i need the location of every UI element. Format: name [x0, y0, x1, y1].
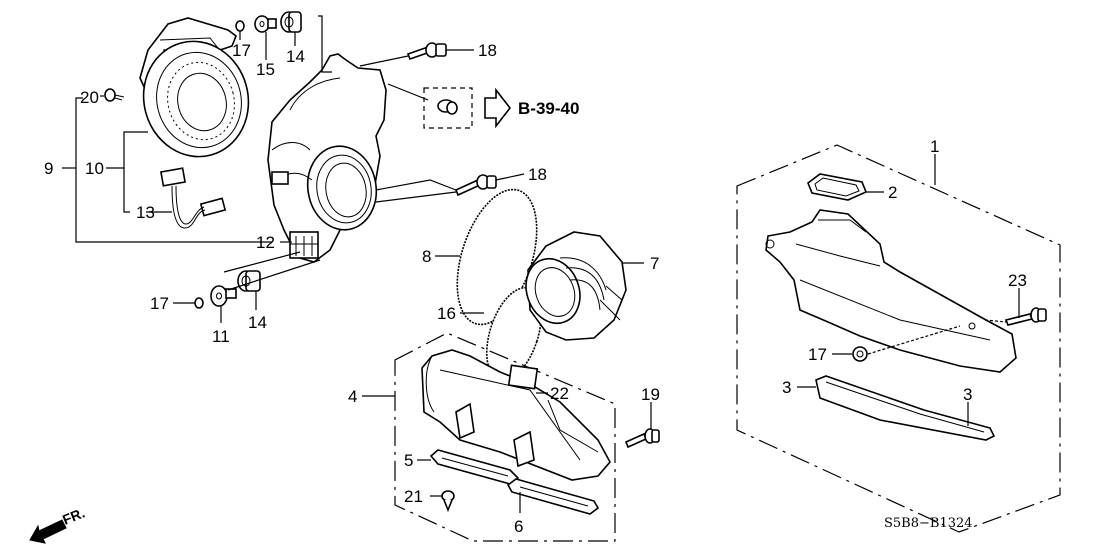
callout-10[interactable]: 10 — [85, 159, 104, 178]
callout-20[interactable]: 20 — [80, 88, 99, 107]
callout-19[interactable]: 19 — [641, 385, 660, 404]
washer-17-top — [235, 20, 245, 32]
nut-17-right — [852, 346, 868, 362]
diagram-code: S5B8−B1324 — [884, 516, 973, 531]
collar-11 — [210, 285, 237, 307]
bolt-18-top — [406, 42, 447, 61]
upper-duct — [765, 209, 1017, 373]
blower-housing — [267, 53, 387, 263]
lower-duct-group-outline — [394, 332, 616, 542]
callout-16[interactable]: 16 — [437, 304, 456, 323]
callout-9[interactable]: 9 — [44, 159, 53, 178]
screw-20 — [104, 88, 125, 102]
callout-7[interactable]: 7 — [650, 254, 659, 273]
callout-14-bottom[interactable]: 14 — [248, 313, 267, 332]
lower-duct — [421, 349, 611, 481]
upper-duct-group-outline — [736, 144, 1061, 533]
grommet-14-top — [280, 11, 302, 33]
callout-4[interactable]: 4 — [348, 387, 357, 406]
bolt-23 — [1004, 307, 1047, 326]
callout-18-top[interactable]: 18 — [478, 41, 497, 60]
wire-harness — [160, 167, 227, 229]
callout-2[interactable]: 2 — [888, 183, 897, 202]
seal-5 — [429, 449, 520, 485]
front-arrow-icon — [29, 519, 67, 544]
callout-6[interactable]: 6 — [514, 517, 523, 536]
callout-5[interactable]: 5 — [404, 451, 413, 470]
seal-3 — [815, 375, 996, 441]
bolt-19 — [624, 428, 660, 449]
callout-22[interactable]: 22 — [550, 384, 569, 403]
callout-8[interactable]: 8 — [422, 247, 431, 266]
callout-14-top[interactable]: 14 — [286, 47, 305, 66]
duct-joint — [525, 231, 627, 341]
callout-13[interactable]: 13 — [136, 203, 155, 222]
callout-17-bottom[interactable]: 17 — [150, 294, 169, 313]
blower-motor-fan — [139, 17, 250, 158]
callout-23[interactable]: 23 — [1008, 271, 1027, 290]
callout-11[interactable]: 11 — [212, 327, 230, 346]
callout-3-left[interactable]: 3 — [782, 378, 791, 397]
clip-part — [437, 99, 458, 115]
callout-12[interactable]: 12 — [256, 233, 275, 252]
leader-lines — [62, 15, 1020, 513]
callout-17-right[interactable]: 17 — [808, 345, 827, 364]
front-direction-label: FR. — [60, 504, 87, 527]
clip-detail-box — [423, 87, 473, 129]
callout-3-right[interactable]: 3 — [963, 385, 972, 404]
seal-6 — [506, 478, 600, 515]
reference-label[interactable]: B-39-40 — [518, 99, 579, 118]
clip-21 — [441, 490, 455, 513]
collar-15 — [254, 15, 277, 33]
callout-1[interactable]: 1 — [930, 137, 939, 156]
bolt-18-middle — [454, 174, 497, 197]
hollow-right-arrow-icon — [484, 87, 512, 129]
callout-21[interactable]: 21 — [404, 487, 423, 506]
seal-2 — [807, 173, 868, 201]
washer-17-bottom — [194, 297, 204, 309]
callout-18-middle[interactable]: 18 — [528, 165, 547, 184]
callout-17-top[interactable]: 17 — [232, 41, 251, 60]
callout-15[interactable]: 15 — [256, 60, 275, 79]
